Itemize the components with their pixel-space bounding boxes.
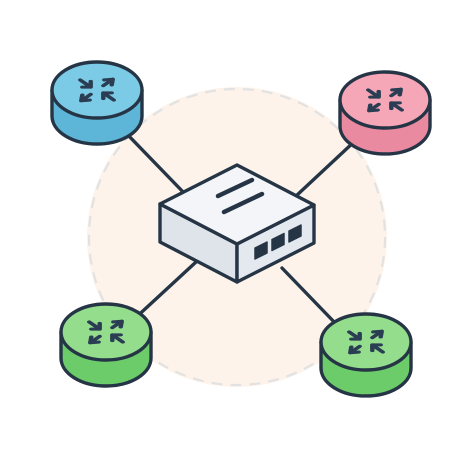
router-top [319,312,413,372]
switch-vent-line [215,177,255,199]
router-top-right [338,70,432,156]
router-bottom-right [319,312,413,398]
switch-port [288,224,302,243]
switch-vent-line [221,191,265,215]
routers [50,60,432,398]
router-top [338,70,432,130]
network-switch-icon [158,163,316,284]
switch-port [254,241,268,260]
router-top-left [50,60,144,146]
router-top [50,60,144,120]
switch-port [271,232,285,252]
router-top [59,302,153,362]
router-bottom-left [59,302,153,388]
dashed-ring [87,87,387,387]
